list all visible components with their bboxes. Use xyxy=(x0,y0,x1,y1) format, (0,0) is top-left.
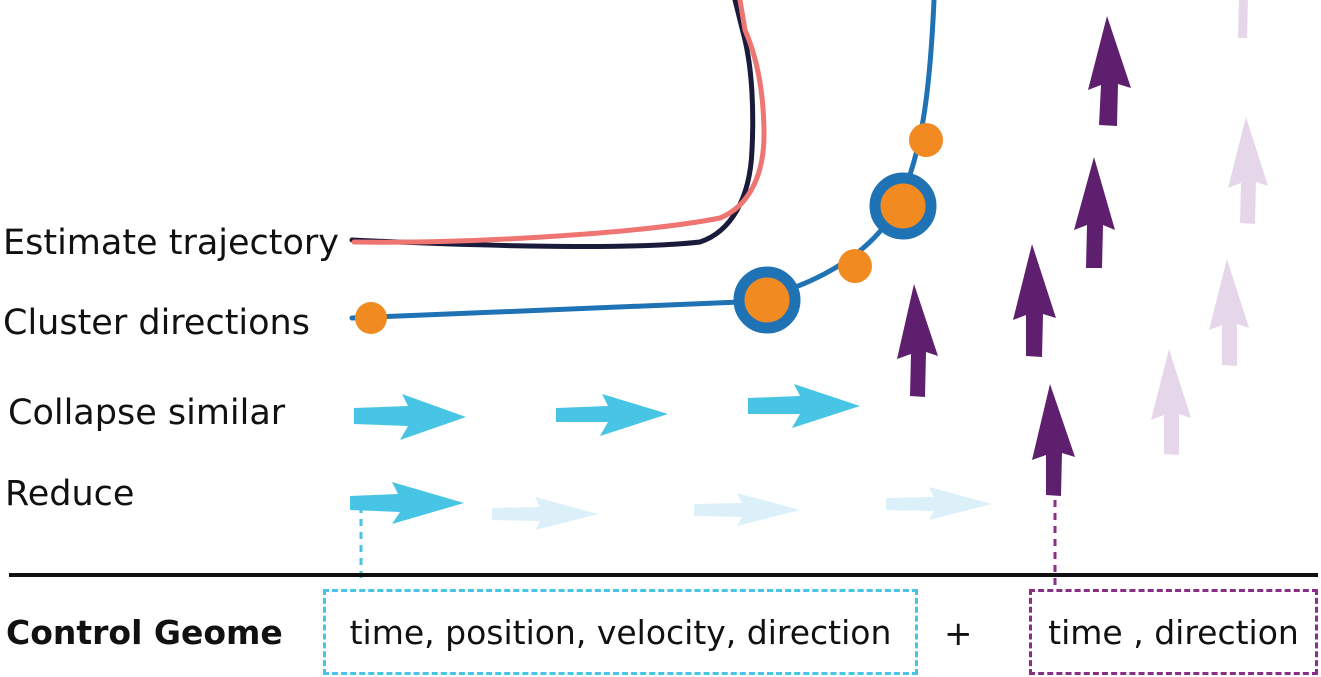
arrow-up-icon xyxy=(1209,259,1249,366)
arrow-up-icon xyxy=(1238,0,1248,38)
arrow-right-icon xyxy=(350,482,464,524)
arrow-up-icon xyxy=(1013,244,1056,357)
waypoint-dot-icon xyxy=(355,302,387,334)
arrow-up-icon xyxy=(1228,117,1268,224)
salmon-trajectory-curve xyxy=(351,0,767,245)
arrow-up-icon xyxy=(1088,16,1131,126)
arrow-up-icon xyxy=(1074,157,1115,268)
ringed-waypoint-icon xyxy=(733,266,801,334)
discrete-features-text: time , direction xyxy=(1048,612,1299,652)
arrow-right-icon xyxy=(694,493,800,526)
label-control-geome: Control Geome xyxy=(6,613,283,652)
discrete-features-box: time , direction xyxy=(1029,589,1318,675)
arrow-right-icon xyxy=(748,384,860,428)
label-collapse-similar: Collapse similar xyxy=(8,393,286,433)
navy-trajectory-curve xyxy=(349,0,756,249)
label-cluster-directions: Cluster directions xyxy=(3,303,310,343)
waypoint-dot-icon xyxy=(838,249,872,283)
arrow-right-icon xyxy=(492,497,598,530)
waypoint-dot-icon xyxy=(909,123,943,157)
label-estimate-trajectory: Estimate trajectory xyxy=(3,223,340,263)
arrow-up-icon xyxy=(1151,349,1191,455)
arrow-right-icon xyxy=(354,394,466,440)
continuous-features-text: time, position, velocity, direction xyxy=(349,612,892,652)
arrow-up-icon xyxy=(897,284,938,397)
arrow-right-icon xyxy=(886,487,992,520)
continuous-features-box: time, position, velocity, direction xyxy=(323,589,918,675)
ringed-waypoint-icon xyxy=(869,172,937,240)
label-reduce: Reduce xyxy=(5,474,135,514)
plus-sign: + xyxy=(944,614,973,654)
arrow-right-icon xyxy=(556,394,668,436)
arrow-up-icon xyxy=(1032,384,1075,496)
